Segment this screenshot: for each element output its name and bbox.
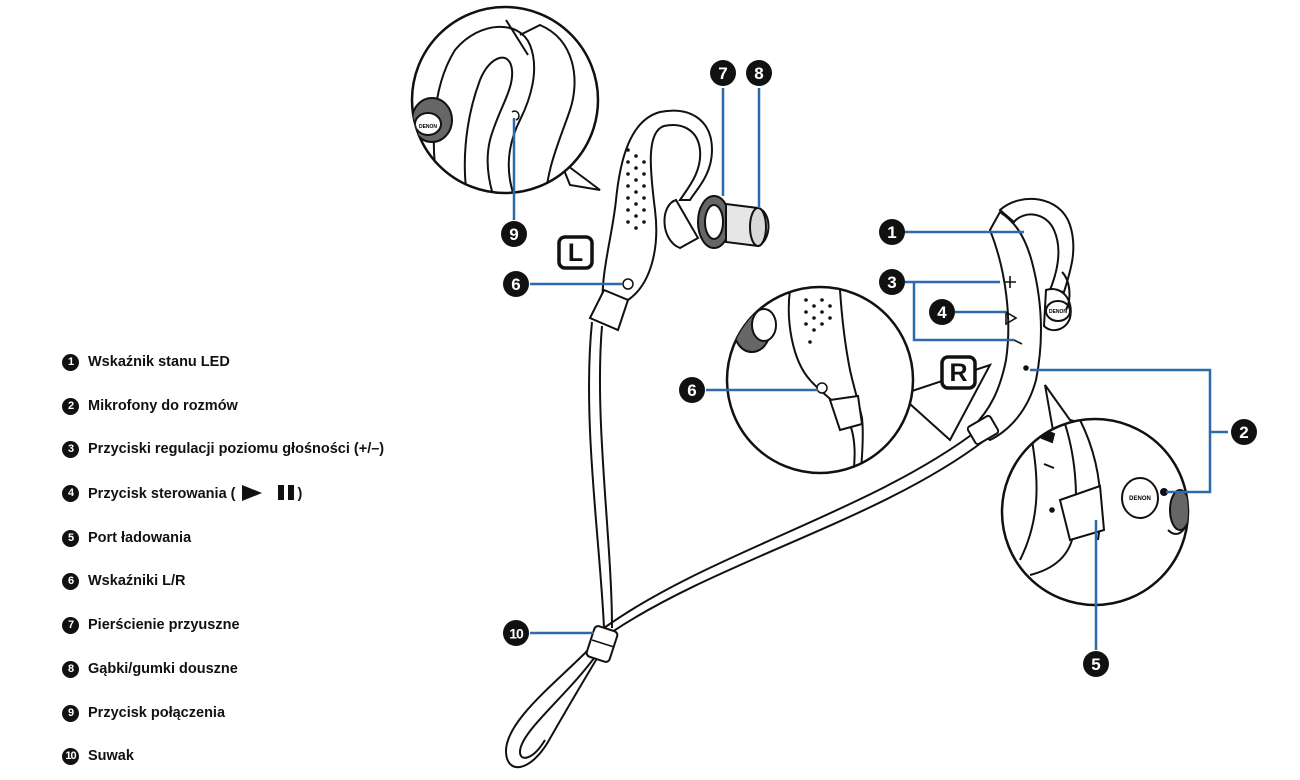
legend-label: Suwak <box>88 748 134 764</box>
legend-number: 3 <box>62 440 79 458</box>
legend-number: 5 <box>62 529 79 547</box>
legend-item-charge: 5 Port ładowania <box>62 527 191 549</box>
legend-label: Przycisk sterowania () <box>88 484 303 502</box>
legend-number: 1 <box>62 353 79 371</box>
zoom-right-indicator <box>725 285 993 475</box>
legend-number: 2 <box>62 397 79 415</box>
callout-lines <box>512 88 1228 650</box>
legend-item-pair: 9 Przycisk połączenia <box>62 702 225 724</box>
svg-text:2: 2 <box>1239 423 1248 442</box>
play-icon <box>241 484 262 501</box>
svg-text:1: 1 <box>887 223 896 242</box>
callout-badge-3: 3 <box>879 269 905 295</box>
legend-item-mic: 2 Mikrofony do rozmów <box>62 395 238 417</box>
callout-badge-7: 7 <box>710 60 736 86</box>
legend-label: Gąbki/gumki douszne <box>88 661 238 677</box>
callout-badge-6-left: 6 <box>503 271 529 297</box>
legend-item-ear-ring: 7 Pierścienie przyuszne <box>62 614 240 636</box>
svg-text:10: 10 <box>509 626 524 642</box>
svg-text:8: 8 <box>754 64 763 83</box>
left-marker: L <box>557 235 594 270</box>
legend-label: Pierścienie przyuszne <box>88 617 240 633</box>
cable <box>504 321 986 769</box>
svg-text:7: 7 <box>718 64 727 83</box>
legend: 1 Wskaźnik stanu LED 2 Mikrofony do rozm… <box>62 0 482 780</box>
logo-text: DENON <box>1049 309 1067 315</box>
left-lr-indicator <box>622 278 634 290</box>
legend-number: 10 <box>62 747 79 765</box>
legend-label: Przyciski regulacji poziomu głośności (+… <box>88 441 385 457</box>
legend-number: 8 <box>62 660 79 678</box>
legend-label: Mikrofony do rozmów <box>88 398 238 414</box>
legend-item-ear-tip: 8 Gąbki/gumki douszne <box>62 658 238 680</box>
logo-text: DENON <box>1129 496 1151 502</box>
svg-text:5: 5 <box>1091 655 1100 674</box>
svg-text:4: 4 <box>937 303 947 322</box>
legend-item-led: 1 Wskaźnik stanu LED <box>62 351 230 373</box>
left-earbud-vents <box>626 148 646 230</box>
legend-item-lr: 6 Wskaźniki L/R <box>62 570 186 592</box>
callout-badge-1: 1 <box>879 219 905 245</box>
callout-badge-5: 5 <box>1083 651 1109 677</box>
slider <box>585 625 619 663</box>
legend-label-post: ) <box>297 485 303 502</box>
right-earbud <box>966 197 1075 446</box>
callout-badge-2: 2 <box>1231 419 1257 445</box>
right-earbud-buttons <box>1004 276 1029 371</box>
callout-badge-8: 8 <box>746 60 772 86</box>
svg-text:6: 6 <box>511 275 520 294</box>
legend-item-volume: 3 Przyciski regulacji poziomu głośności … <box>62 438 384 460</box>
logo-text: DENON <box>419 124 437 130</box>
legend-label: Przycisk połączenia <box>88 705 226 721</box>
callout-badge-10: 10 <box>503 620 529 646</box>
legend-item-control: 4 Przycisk sterowania () <box>62 482 302 504</box>
legend-label: Wskaźniki L/R <box>88 573 186 589</box>
callout-badge-6-right: 6 <box>679 377 705 403</box>
callout-badge-4: 4 <box>929 299 955 325</box>
legend-label-pre: Przycisk sterowania ( <box>88 485 236 502</box>
legend-number: 9 <box>62 704 79 722</box>
svg-text:3: 3 <box>887 273 896 292</box>
legend-number: 6 <box>62 572 79 590</box>
svg-text:9: 9 <box>509 225 518 244</box>
pause-icon <box>277 484 284 500</box>
legend-number: 4 <box>62 484 79 502</box>
right-marker: R <box>940 355 977 390</box>
legend-label: Port ładowania <box>88 530 192 546</box>
zoom-mic-charge <box>1000 384 1190 607</box>
legend-label: Wskaźnik stanu LED <box>88 354 230 370</box>
svg-text:6: 6 <box>687 381 696 400</box>
right-marker-label: R <box>949 359 967 387</box>
left-marker-label: L <box>568 239 583 267</box>
left-earbud <box>588 109 770 332</box>
legend-item-slider: 10 Suwak <box>62 745 134 767</box>
callout-badge-9: 9 <box>501 221 527 247</box>
legend-number: 7 <box>62 616 79 634</box>
zoom-pairing-button <box>410 5 601 195</box>
